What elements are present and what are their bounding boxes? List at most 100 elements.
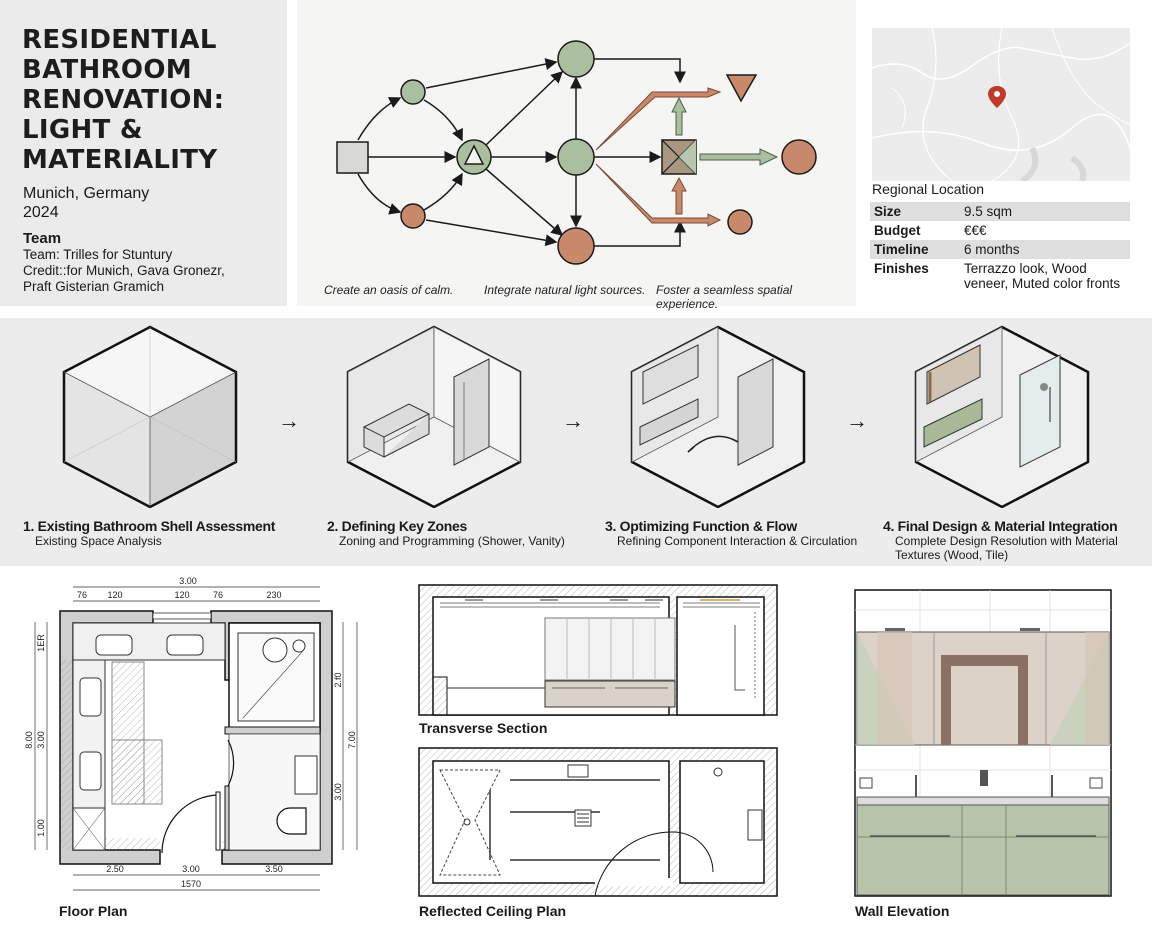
regional-map — [872, 28, 1130, 181]
location-pin-icon — [988, 86, 1006, 108]
title-line: LIGHT & — [22, 115, 143, 145]
spec-value: 9.5 sqm — [960, 202, 1130, 221]
isometric-flow-icon — [630, 325, 806, 508]
next-arrow-icon: → — [562, 408, 584, 433]
project-title: RESIDENTIAL BATHROOM RENOVATION: LIGHT &… — [22, 25, 224, 175]
cross-box-node — [661, 139, 697, 175]
terracotta-node — [557, 227, 595, 265]
team-heading: Team — [23, 230, 62, 247]
title-panel: RESIDENTIAL BATHROOM RENOVATION: LIGHT &… — [0, 0, 287, 306]
dimension-labels: 3.00 76 120 120 76 230 2.50 3.00 3.50 15… — [24, 576, 357, 889]
concept-caption: Foster a seamless spatial experience. — [656, 283, 793, 311]
section-label: Transverse Section — [419, 720, 548, 736]
step-subtitle: Complete Design Resolution with Material… — [895, 534, 1118, 562]
process-step: 3. Optimizing Function & Flow Refining C… — [605, 518, 875, 548]
spec-value: €€€ — [964, 223, 987, 238]
green-right-arrow — [699, 148, 779, 166]
concept-diagram-panel: Create an oasis of calm. Integrate natur… — [297, 0, 856, 311]
isometric-shell-icon — [62, 325, 238, 508]
dimension-label: 230 — [266, 590, 281, 600]
isometric-final-design-icon — [914, 325, 1090, 508]
step-title: 2. Defining Key Zones — [327, 518, 467, 534]
reflected-ceiling-plan-drawing — [418, 747, 778, 897]
green-node — [557, 138, 595, 176]
process-step: 1. Existing Bathroom Shell Assessment Ex… — [23, 518, 283, 548]
step-title: 1. Existing Bathroom Shell Assessment — [23, 518, 276, 534]
dimension-label: 2.50 — [106, 864, 124, 874]
elevation-label: Wall Elevation — [855, 903, 950, 919]
terracotta-node — [727, 209, 753, 235]
process-diagrams — [62, 325, 1090, 508]
rcp-label: Reflected Ceiling Plan — [419, 903, 567, 919]
dimension-label: 1ER — [36, 634, 46, 652]
dimension-label: 1.00 — [36, 819, 46, 837]
dimension-label: 120 — [174, 590, 189, 600]
process-band: → → → 1. Existing Bathroom Shell Assessm… — [0, 318, 1152, 566]
terracotta-band-arrow — [595, 163, 722, 227]
spec-label: Size — [870, 202, 960, 221]
team-line: Team: Trilles for Stuntury — [23, 247, 173, 262]
spec-label: Timeline — [870, 240, 960, 259]
dimension-label: 120 — [107, 590, 122, 600]
dimension-label: 8.00 — [24, 731, 34, 749]
spec-row: Finishes Terrazzo look, Wood veneer, Mute… — [870, 259, 1130, 293]
title-line: RESIDENTIAL — [22, 25, 217, 55]
dimension-label: 3.00 — [179, 576, 197, 586]
start-square-node — [336, 141, 369, 174]
triangle-icon — [463, 144, 485, 165]
dimension-label: 2.f0 — [333, 672, 343, 687]
floor-plan-drawing: 3.00 76 120 120 76 230 2.50 3.00 3.50 15… — [24, 576, 358, 891]
terracotta-node — [781, 139, 817, 175]
dimension-label: 76 — [77, 590, 87, 600]
transverse-section-drawing — [418, 584, 778, 716]
project-location: Munich, Germany 2024 — [23, 184, 149, 222]
floor-plan-label: Floor Plan — [59, 903, 128, 919]
team-block: Team Team: Trilles for Stuntury Credit::… — [23, 230, 225, 295]
concept-diagram — [336, 40, 817, 265]
team-line: Credit::for Muɴich, Gava Gronezr, — [23, 263, 225, 278]
concept-caption: Integrate natural light sources. — [484, 283, 646, 297]
map-label: Regional Location — [872, 181, 985, 197]
dimension-label: 76 — [213, 590, 223, 600]
location-text: Munich, Germany — [23, 185, 150, 202]
step-subtitle: Zoning and Programming (Shower, Vanity) — [339, 534, 565, 548]
flow-arrows — [357, 58, 686, 247]
team-line: Praft Gisterian Gramich — [23, 279, 165, 294]
green-up-arrow — [671, 96, 687, 136]
dimension-label: 3.50 — [265, 864, 283, 874]
dimension-label: 3.00 — [182, 864, 200, 874]
title-line: RENOVATION: — [22, 85, 225, 115]
next-arrow-icon: → — [278, 408, 300, 433]
process-step: 2. Defining Key Zones Zoning and Program… — [327, 518, 587, 548]
spec-value: Terrazzo look, Wood veneer, Muted color … — [964, 261, 1121, 291]
step-subtitle: Refining Component Interaction & Circula… — [617, 534, 858, 548]
green-node — [557, 40, 595, 78]
title-line: BATHROOM — [22, 55, 192, 85]
year-text: 2024 — [23, 204, 59, 221]
spec-value: 6 months — [960, 240, 1130, 259]
dimension-label: 3.00 — [36, 731, 46, 749]
terracotta-node — [400, 203, 426, 229]
dimension-label: 1570 — [181, 879, 201, 889]
step-title: 3. Optimizing Function & Flow — [605, 518, 797, 534]
step-subtitle: Existing Space Analysis — [35, 534, 162, 548]
next-arrow-icon: → — [846, 408, 868, 433]
step-title: 4. Final Design & Material Integration — [883, 518, 1118, 534]
process-step: 4. Final Design & Material Integration C… — [883, 518, 1133, 562]
spec-label: Finishes — [874, 261, 929, 276]
terracotta-up-arrow — [671, 176, 687, 215]
spec-label: Budget — [874, 223, 921, 238]
terracotta-triangle-node — [725, 74, 758, 103]
wall-elevation-drawing — [854, 589, 1112, 897]
terracotta-band-arrow — [595, 87, 722, 151]
green-node — [400, 79, 426, 105]
isometric-zones-icon — [346, 325, 522, 508]
concept-caption: Create an oasis of calm. — [324, 283, 454, 297]
title-line: MATERIALITY — [22, 145, 218, 175]
spec-row: Budget €€€ — [870, 221, 1130, 240]
dimension-label: 7.00 — [347, 731, 357, 749]
